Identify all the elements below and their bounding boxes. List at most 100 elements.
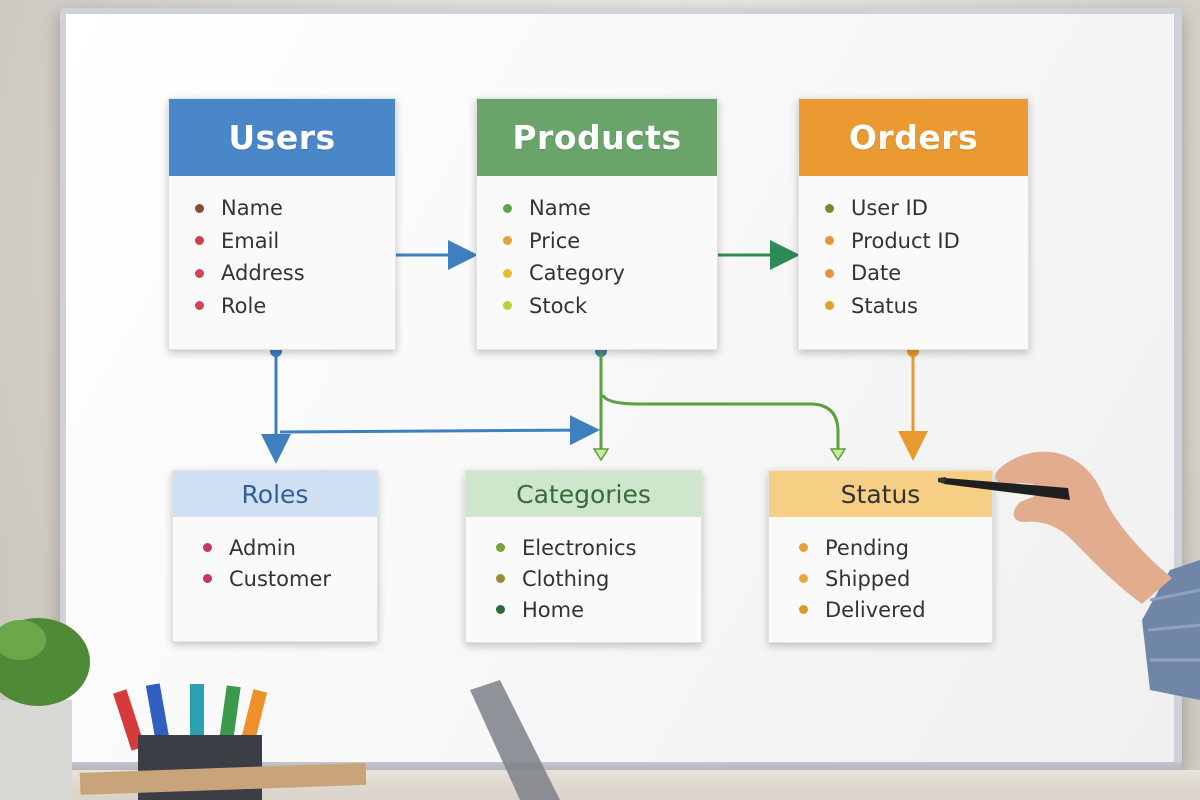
bullet-dot [203,543,212,552]
list-item: Name [503,192,717,225]
list-item: Delivered [799,594,992,625]
shirt-sleeve-pattern [1147,588,1200,662]
roles-table-card: Roles Admin Customer [172,470,378,642]
field-label: Price [529,228,581,253]
list-item: Pending [799,532,992,563]
pen-teal [190,684,204,750]
bullet-dot [825,301,834,311]
bullet-dot [195,236,204,246]
field-label: Status [851,293,918,318]
orders-table-header: Orders [799,99,1028,176]
roles-field-list: Admin Customer [173,517,377,594]
list-item: Stock [503,290,717,323]
roles-table-header: Roles [173,471,377,517]
list-item: Customer [203,563,377,594]
field-label: Date [851,261,902,286]
field-label: Role [221,293,267,318]
orders-table-card: Orders User ID Product ID Date Status [798,98,1029,350]
list-item: Product ID [825,225,1028,258]
marker-tip [938,477,946,484]
products-table-header: Products [477,99,717,176]
status-table-title: Status [840,479,921,509]
plant-pot [0,700,72,800]
list-item: Name [195,192,395,225]
bullet-dot [799,605,808,614]
field-label: Address [221,261,305,286]
categories-table-card: Categories Electronics Clothing Home [465,470,702,643]
bullet-dot [496,574,505,583]
users-table-header: Users [169,99,395,176]
field-label: Name [529,196,591,221]
bullet-dot [799,543,808,552]
field-label: Shipped [825,566,911,591]
list-item: User ID [825,192,1028,225]
field-label: Home [522,597,585,622]
list-item: Home [496,594,701,625]
products-table-title: Products [512,118,682,157]
roles-table-title: Roles [241,479,309,509]
plant-leaves-highlight [0,620,46,660]
pen-green [217,685,241,751]
bullet-dot [825,236,834,246]
users-to-categories-line [279,415,600,446]
list-item: Price [503,225,717,258]
pen-blue [145,683,172,751]
field-label: User ID [851,196,928,221]
pen-red [113,689,145,751]
field-label: Pending [825,535,909,560]
bullet-dot [799,574,808,583]
products-table-card: Products Name Price Category Stock [476,98,718,350]
field-label: Category [529,261,625,286]
notebook [79,762,367,795]
bullet-dot [195,301,204,311]
categories-arrowhead [592,448,610,462]
users-table-title: Users [228,118,336,157]
list-item: Electronics [496,532,701,563]
bullet-dot [195,203,204,213]
laptop-lid [470,680,560,800]
categories-table-header: Categories [466,471,701,517]
bullet-dot [496,543,505,552]
users-field-list: Name Email Address Role [169,176,395,322]
potted-plant [0,618,90,800]
orders-table-title: Orders [848,118,979,157]
marker-body [944,478,1070,500]
list-item: Address [195,257,395,290]
products-field-list: Name Price Category Stock [477,176,717,322]
bullet-dot [503,236,512,246]
list-item: Category [503,257,717,290]
field-label: Customer [229,566,332,591]
products-to-status-line [601,394,840,450]
list-item: Admin [203,532,377,563]
bullet-dot [503,203,512,213]
list-item: Email [195,225,395,258]
categories-table-title: Categories [516,479,651,509]
bullet-dot [503,268,512,278]
field-label: Name [221,196,283,221]
field-label: Clothing [522,566,610,591]
field-label: Product ID [851,228,960,253]
orders-field-list: User ID Product ID Date Status [799,176,1028,322]
status-green-arrowhead [829,448,847,462]
list-item: Status [825,290,1028,323]
hand-skin [995,451,1172,604]
status-field-list: Pending Shipped Delivered [769,517,992,625]
bullet-dot [825,203,834,213]
list-item: Role [195,290,395,323]
status-table-header: Status [769,471,992,517]
bullet-dot [203,574,212,583]
bullet-dot [503,301,512,311]
shirt-sleeve [1142,560,1200,700]
field-label: Electronics [522,535,637,560]
field-label: Stock [529,293,588,318]
status-table-card: Status Pending Shipped Delivered [768,470,993,643]
bullet-dot [825,268,834,278]
list-item: Date [825,257,1028,290]
list-item: Clothing [496,563,701,594]
categories-field-list: Electronics Clothing Home [466,517,701,625]
list-item: Shipped [799,563,992,594]
users-table-card: Users Name Email Address Role [168,98,396,350]
field-label: Email [221,228,280,253]
